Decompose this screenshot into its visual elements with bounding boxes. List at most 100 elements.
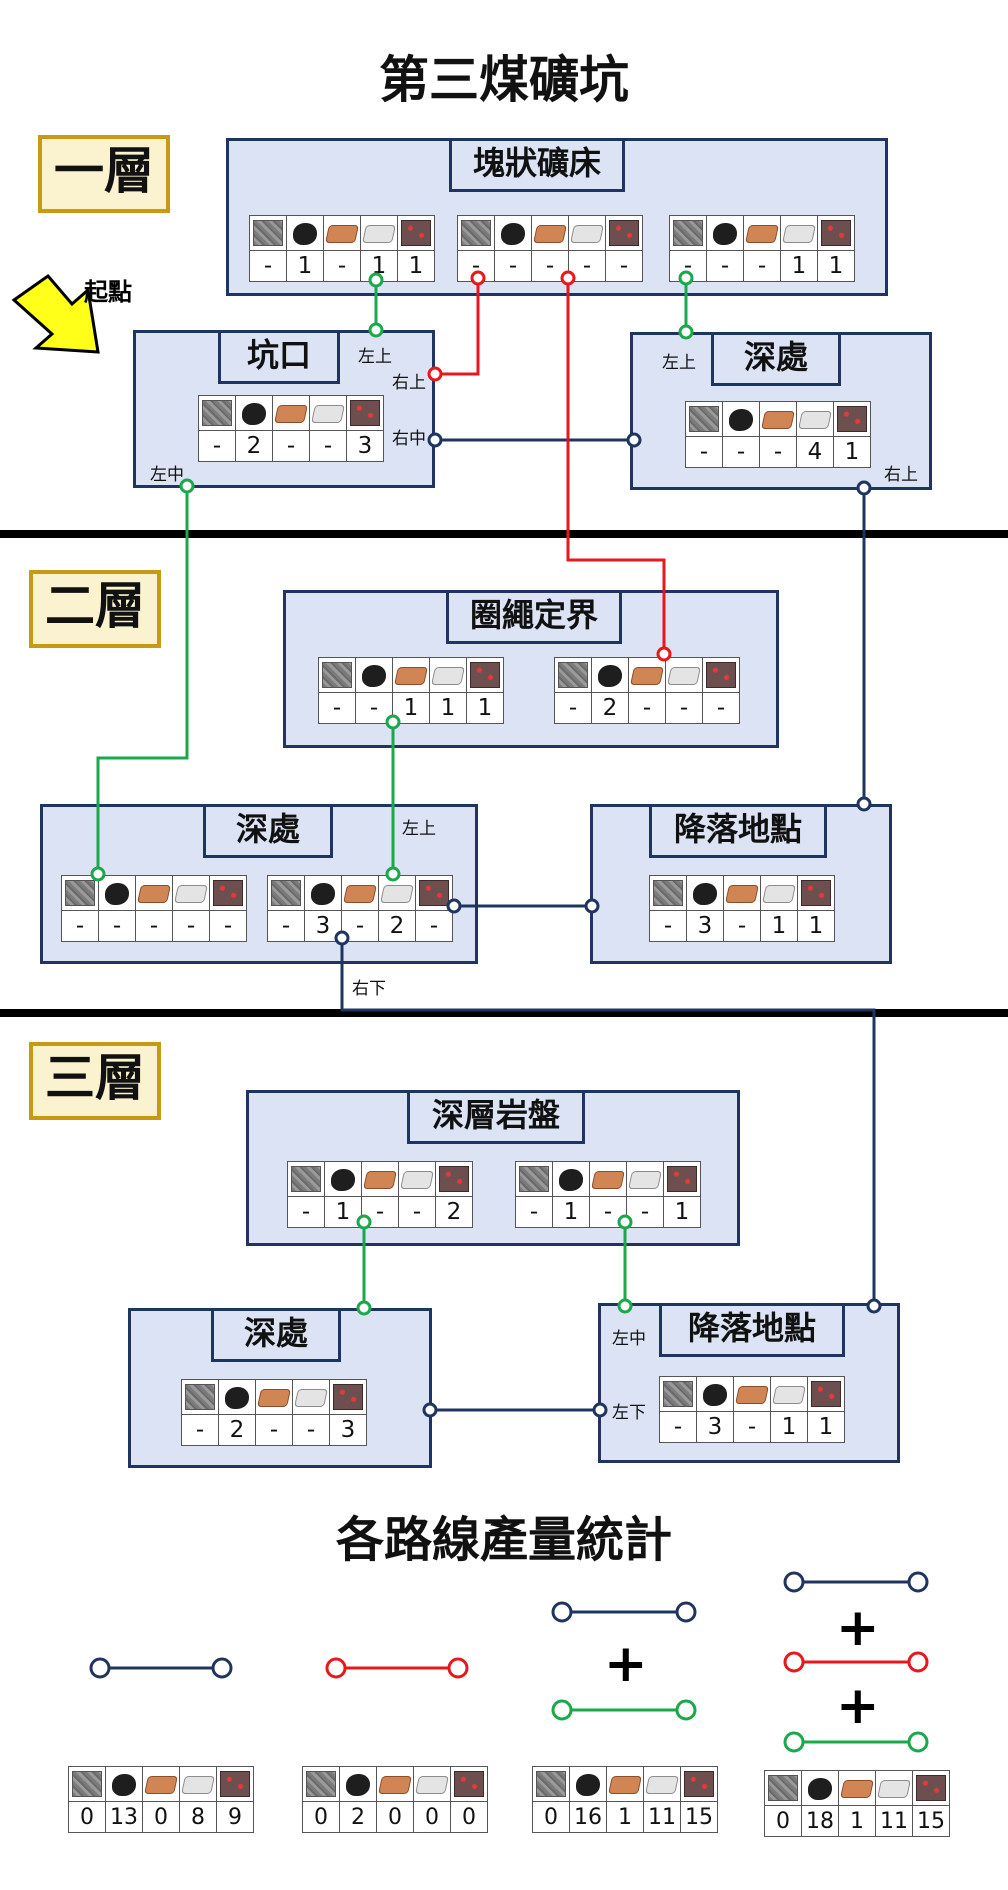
- redstone-icon: [220, 1771, 250, 1797]
- ore-count: 1: [760, 910, 798, 942]
- ore-count: -: [669, 250, 707, 282]
- position-label: 左上: [358, 347, 392, 367]
- position-label: 左上: [402, 819, 436, 839]
- ore-table: -2--3: [181, 1379, 367, 1446]
- stone-icon: [185, 1384, 215, 1411]
- ore-count: -: [494, 250, 532, 282]
- ore-table: -----: [61, 875, 247, 942]
- ore-count: -: [743, 250, 781, 282]
- ore-count: -: [318, 692, 356, 724]
- iron-icon: [294, 1388, 328, 1407]
- stone-icon: [291, 1166, 321, 1193]
- iron-icon: [400, 1170, 434, 1189]
- stat-count: 13: [105, 1801, 143, 1833]
- stat-count: 8: [179, 1801, 217, 1833]
- coal-icon: [311, 882, 335, 905]
- ore-count: -: [341, 910, 379, 942]
- coal-icon: [331, 1168, 355, 1191]
- floor-separator: [0, 1009, 1008, 1017]
- ore-count: -: [181, 1414, 219, 1446]
- copper-icon: [274, 404, 308, 423]
- ore-count: -: [531, 250, 569, 282]
- position-label: 右下: [352, 979, 386, 999]
- copper-icon: [608, 1775, 642, 1794]
- ore-count: -: [267, 910, 305, 942]
- coal-icon: [362, 664, 386, 687]
- copper-icon: [745, 224, 779, 243]
- ore-count: -: [702, 692, 740, 724]
- copper-icon: [137, 884, 171, 903]
- ore-count: -: [665, 692, 703, 724]
- route-node: [783, 1571, 805, 1593]
- redstone-icon: [333, 1384, 363, 1411]
- ore-count: -: [706, 250, 744, 282]
- ore-count: 2: [218, 1414, 256, 1446]
- ore-count: 1: [817, 250, 855, 282]
- iron-icon: [311, 404, 345, 423]
- floor-label-1: 一層: [38, 135, 170, 213]
- copper-icon: [630, 666, 664, 685]
- coal-icon: [729, 408, 753, 431]
- ore-count: -: [255, 1414, 293, 1446]
- stat-count: 2: [339, 1801, 377, 1833]
- route-node: [89, 1657, 111, 1679]
- route-node: [211, 1657, 233, 1679]
- room-pit-entrance: 坑口 -2--3: [133, 330, 435, 488]
- ore-count: 1: [324, 1196, 362, 1228]
- stone-icon: [768, 1775, 798, 1801]
- copper-icon: [725, 884, 759, 903]
- stat-count: 11: [875, 1805, 913, 1837]
- coal-icon: [105, 882, 129, 905]
- stat-count: 1: [606, 1801, 644, 1833]
- ore-count: -: [733, 1411, 771, 1443]
- ore-count: 2: [591, 692, 629, 724]
- ore-count: 1: [770, 1411, 808, 1443]
- ore-count: -: [323, 250, 361, 282]
- redstone-icon: [916, 1775, 946, 1801]
- stat-count: 0: [764, 1805, 802, 1837]
- redstone-icon: [811, 1381, 841, 1408]
- copper-icon: [591, 1170, 625, 1189]
- ore-count: -: [605, 250, 643, 282]
- room-f2-deep: 深處 ----- -3-2-: [40, 804, 478, 964]
- redstone-icon: [470, 662, 500, 689]
- redstone-icon: [706, 662, 736, 689]
- copper-icon: [735, 1385, 769, 1404]
- iron-icon: [645, 1775, 679, 1794]
- stat-count: 15: [912, 1805, 950, 1837]
- ore-count: -: [398, 1196, 436, 1228]
- redstone-icon: [401, 220, 431, 247]
- route-node: [783, 1651, 805, 1673]
- copper-icon: [363, 1170, 397, 1189]
- ore-count: -: [649, 910, 687, 942]
- stone-icon: [306, 1771, 336, 1797]
- coal-icon: [346, 1773, 370, 1796]
- coal-icon: [808, 1777, 832, 1800]
- iron-icon: [431, 666, 465, 685]
- stat-count: 18: [801, 1805, 839, 1837]
- stone-icon: [65, 880, 95, 907]
- redstone-icon: [837, 406, 867, 433]
- copper-icon: [394, 666, 428, 685]
- stone-icon: [519, 1166, 549, 1193]
- route-node: [783, 1731, 805, 1753]
- room-title: 降落地點: [659, 1303, 845, 1357]
- ore-count: 1: [780, 250, 818, 282]
- ore-count: 2: [235, 430, 273, 462]
- plus-icon: +: [604, 1634, 648, 1694]
- route-node: [907, 1651, 929, 1673]
- route-node: [551, 1601, 573, 1623]
- coal-icon: [559, 1168, 583, 1191]
- ore-count: -: [209, 910, 247, 942]
- ore-count: -: [361, 1196, 399, 1228]
- ore-count: -: [515, 1196, 553, 1228]
- stone-icon: [271, 880, 301, 907]
- room-title: 深處: [211, 1308, 341, 1362]
- stone-icon: [663, 1381, 693, 1408]
- iron-icon: [667, 666, 701, 685]
- ore-count: -: [759, 436, 797, 468]
